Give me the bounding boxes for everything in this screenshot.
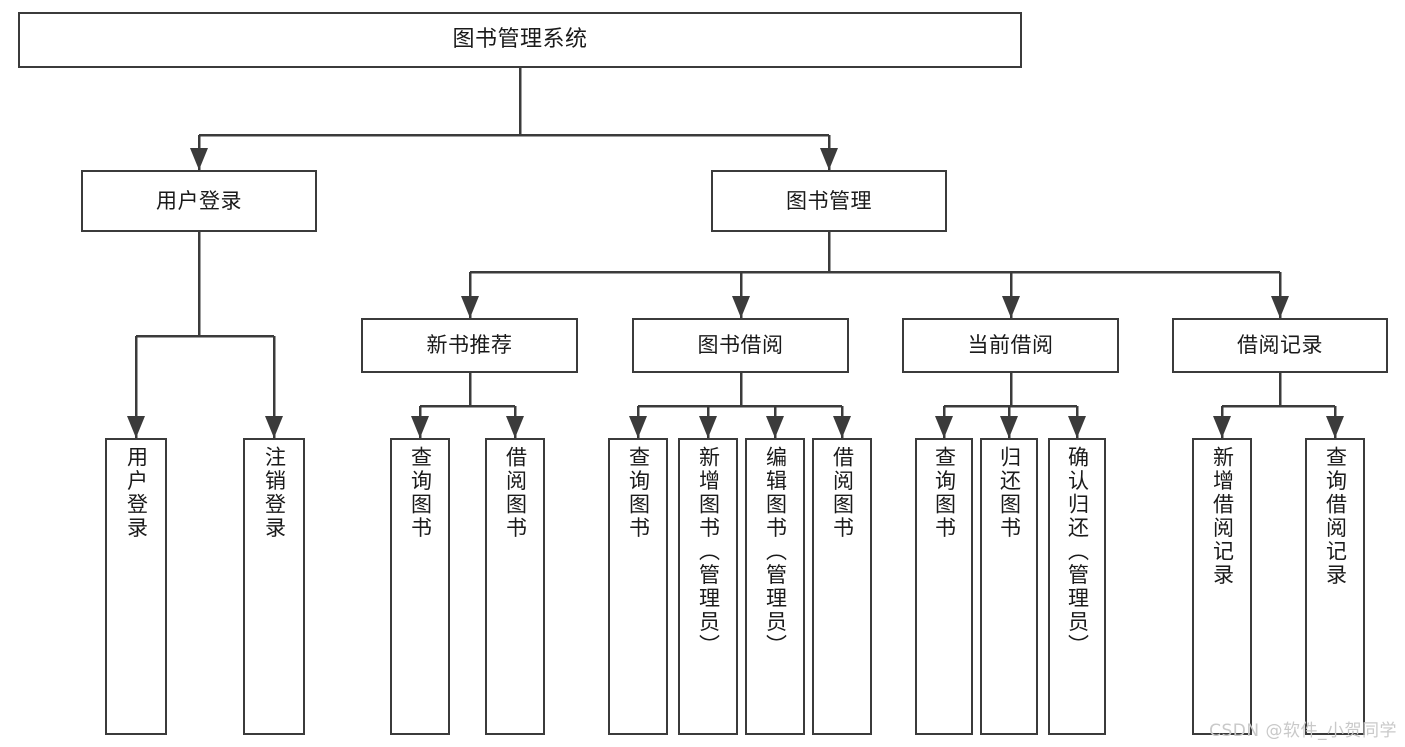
edge-arrowhead — [1000, 416, 1018, 438]
node-book-mgmt[interactable]: 图书管理 — [711, 170, 947, 232]
edge-arrowhead — [1271, 296, 1289, 318]
node-label: 确认归还（管理员） — [1065, 446, 1090, 658]
edge-arrowhead — [265, 416, 283, 438]
node-label: 新增借阅记录 — [1210, 446, 1235, 587]
node-borrow-rec[interactable]: 借阅记录 — [1172, 318, 1388, 373]
node-leaf-bb-edit[interactable]: 编辑图书（管理员） — [745, 438, 805, 735]
node-leaf-cb-confirm[interactable]: 确认归还（管理员） — [1048, 438, 1106, 735]
node-leaf-user-logout[interactable]: 注销登录 — [243, 438, 305, 735]
node-label: 图书借阅 — [697, 333, 784, 358]
node-leaf-rec-borrow[interactable]: 借阅图书 — [485, 438, 545, 735]
node-leaf-br-add[interactable]: 新增借阅记录 — [1192, 438, 1252, 735]
node-label: 新书推荐 — [426, 333, 513, 358]
node-label: 用户登录 — [124, 446, 149, 540]
edge-arrowhead — [461, 296, 479, 318]
edge-arrowhead — [1213, 416, 1231, 438]
node-label: 借阅图书 — [830, 446, 855, 540]
edge-arrowhead — [506, 416, 524, 438]
node-label: 借阅记录 — [1237, 333, 1323, 358]
edge-arrowhead — [411, 416, 429, 438]
node-label: 查询图书 — [932, 446, 957, 540]
node-book-borrow[interactable]: 图书借阅 — [632, 318, 849, 373]
node-label: 注销登录 — [262, 446, 287, 540]
node-leaf-bb-add[interactable]: 新增图书（管理员） — [678, 438, 738, 735]
node-label: 借阅图书 — [503, 446, 528, 540]
node-leaf-user-login[interactable]: 用户登录 — [105, 438, 167, 735]
node-leaf-cb-return[interactable]: 归还图书 — [980, 438, 1038, 735]
edge-arrowhead — [732, 296, 750, 318]
node-label: 图书管理系统 — [452, 27, 588, 53]
edge-arrowhead — [190, 148, 208, 170]
node-label: 查询借阅记录 — [1323, 446, 1348, 587]
edge-arrowhead — [699, 416, 717, 438]
node-leaf-bb-query[interactable]: 查询图书 — [608, 438, 668, 735]
node-leaf-br-query[interactable]: 查询借阅记录 — [1305, 438, 1365, 735]
node-leaf-bb-borrow[interactable]: 借阅图书 — [812, 438, 872, 735]
edge-arrowhead — [127, 416, 145, 438]
edge-arrowhead — [1326, 416, 1344, 438]
watermark: CSDN @软件_小贺同学 — [1209, 721, 1397, 741]
node-leaf-rec-query[interactable]: 查询图书 — [390, 438, 450, 735]
edge-arrowhead — [629, 416, 647, 438]
edge-arrowhead — [766, 416, 784, 438]
node-label: 查询图书 — [626, 446, 651, 540]
edge-arrowhead — [1068, 416, 1086, 438]
node-label: 查询图书 — [408, 446, 433, 540]
node-new-book-rec[interactable]: 新书推荐 — [361, 318, 578, 373]
node-leaf-cb-query[interactable]: 查询图书 — [915, 438, 973, 735]
node-root[interactable]: 图书管理系统 — [18, 12, 1022, 68]
node-cur-borrow[interactable]: 当前借阅 — [902, 318, 1119, 373]
edge-arrowhead — [935, 416, 953, 438]
node-user-login[interactable]: 用户登录 — [81, 170, 317, 232]
node-label: 新增图书（管理员） — [696, 446, 721, 658]
node-label: 图书管理 — [786, 188, 872, 213]
edge-arrowhead — [820, 148, 838, 170]
edge-arrowhead — [833, 416, 851, 438]
node-label: 归还图书 — [997, 446, 1022, 540]
node-label: 编辑图书（管理员） — [763, 446, 788, 658]
node-label: 用户登录 — [156, 188, 242, 213]
node-label: 当前借阅 — [967, 333, 1054, 358]
edge-arrowhead — [1002, 296, 1020, 318]
